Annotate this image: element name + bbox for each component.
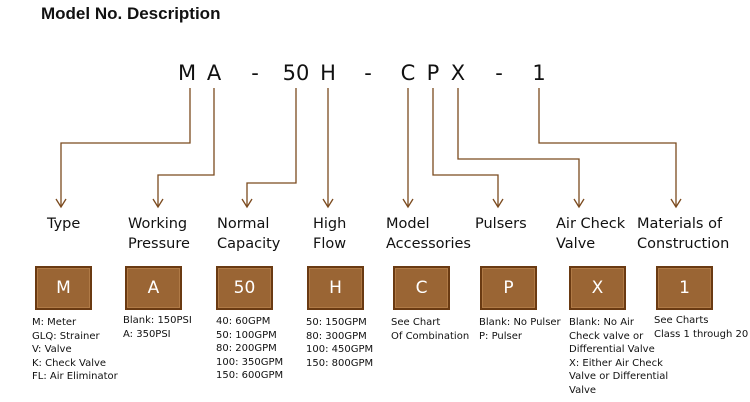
desc-type: M: Meter GLQ: Strainer V: Valve K: Check… [32, 317, 118, 383]
code-char-dash-1: - [251, 61, 259, 85]
arrow-down-icon [492, 198, 504, 209]
code-char-dash-3: - [495, 61, 503, 85]
label-type: Type [47, 216, 81, 232]
code-char-x: X [450, 61, 466, 85]
arrowheads [55, 198, 682, 209]
box-materials: 1 [656, 266, 713, 310]
connector-pulsers [432, 88, 499, 206]
arrow-down-icon [152, 198, 164, 209]
code-char-c: C [400, 61, 416, 85]
label-model-accessories: Model Accessories [386, 216, 471, 252]
arrow-down-icon [670, 198, 682, 209]
connector-air-check [457, 88, 580, 206]
desc-working-pressure: Blank: 150PSI A: 350PSI [123, 315, 192, 340]
box-normal-capacity: 50 [216, 266, 273, 310]
box-model-accessories: C [393, 266, 450, 310]
arrow-down-icon [55, 198, 67, 209]
code-char-a: A [206, 61, 222, 85]
code-char-m: M [177, 61, 197, 85]
connector-working-pressure [157, 88, 215, 206]
arrow-down-icon [322, 198, 334, 209]
desc-high-flow: 50: 150GPM 80: 300GPM 100: 450GPM 150: 8… [306, 317, 374, 369]
code-char-h: H [320, 61, 336, 85]
label-pulsers: Pulsers [475, 216, 527, 232]
box-working-pressure: A [125, 266, 182, 310]
label-air-check-valve: Air Check Valve [556, 216, 626, 252]
desc-air-check-valve: Blank: No Air Check valve or Differentia… [569, 317, 669, 396]
box-high-flow: H [307, 266, 364, 310]
label-working-pressure: Working Pressure [128, 216, 190, 252]
code-char-dash-2: - [364, 61, 372, 85]
code-char-1: 1 [532, 61, 546, 85]
box-type: M [35, 266, 92, 310]
label-materials-of-construction: Materials of Construction [637, 216, 730, 252]
desc-normal-capacity: 40: 60GPM 50: 100GPM 80: 200GPM 100: 350… [216, 316, 284, 382]
arrow-down-icon [241, 198, 253, 209]
arrow-down-icon [402, 198, 414, 209]
page-title: Model No. Description [41, 4, 221, 23]
label-high-flow: High Flow [313, 216, 347, 252]
code-char-50: 50 [282, 61, 310, 85]
label-normal-capacity: Normal Capacity [217, 216, 281, 252]
box-pulsers: P [480, 266, 537, 310]
connector-type [60, 88, 191, 206]
connector-normal-capacity [246, 88, 297, 206]
code-char-p: P [426, 61, 440, 85]
desc-materials: See Charts Class 1 through 20 [654, 315, 749, 340]
desc-pulsers: Blank: No Pulser P: Pulser [479, 317, 561, 342]
connector-materials [538, 88, 677, 206]
desc-model-accessories: See Chart Of Combination [391, 317, 470, 342]
arrow-down-icon [573, 198, 585, 209]
box-air-check-valve: X [569, 266, 626, 310]
